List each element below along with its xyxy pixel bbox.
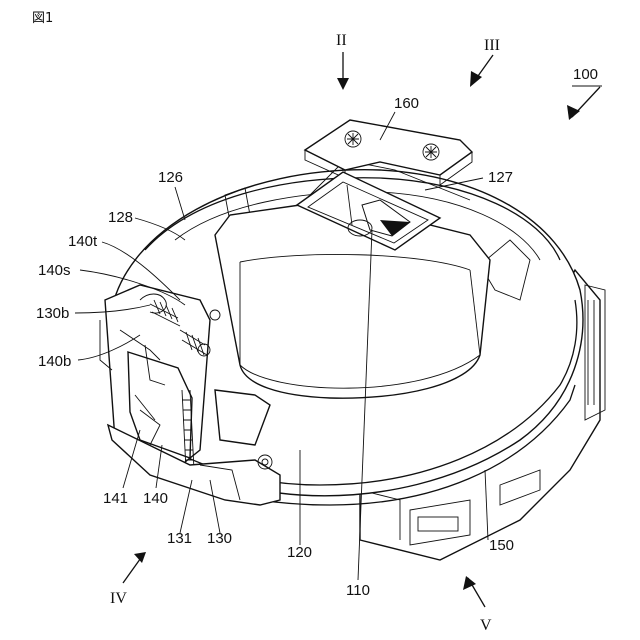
label-160: 160: [394, 95, 419, 112]
view-label-ii: II: [336, 32, 347, 49]
label-130: 130: [207, 530, 232, 547]
label-131: 131: [167, 530, 192, 547]
label-128: 128: [108, 209, 133, 226]
label-140: 140: [143, 490, 168, 507]
figure-label: 図1: [32, 11, 53, 26]
label-140t: 140t: [68, 233, 98, 250]
label-140s: 140s: [38, 262, 71, 279]
view-label-iii: III: [484, 37, 500, 54]
label-127: 127: [488, 169, 513, 186]
assembly-label: 100: [573, 66, 598, 83]
label-150: 150: [489, 537, 514, 554]
label-141: 141: [103, 490, 128, 507]
label-140b: 140b: [38, 353, 71, 370]
view-label-iv: IV: [110, 590, 127, 607]
label-126: 126: [158, 169, 183, 186]
view-label-v: V: [480, 617, 492, 634]
label-120: 120: [287, 544, 312, 561]
label-110: 110: [346, 582, 370, 599]
label-130b: 130b: [36, 305, 69, 322]
